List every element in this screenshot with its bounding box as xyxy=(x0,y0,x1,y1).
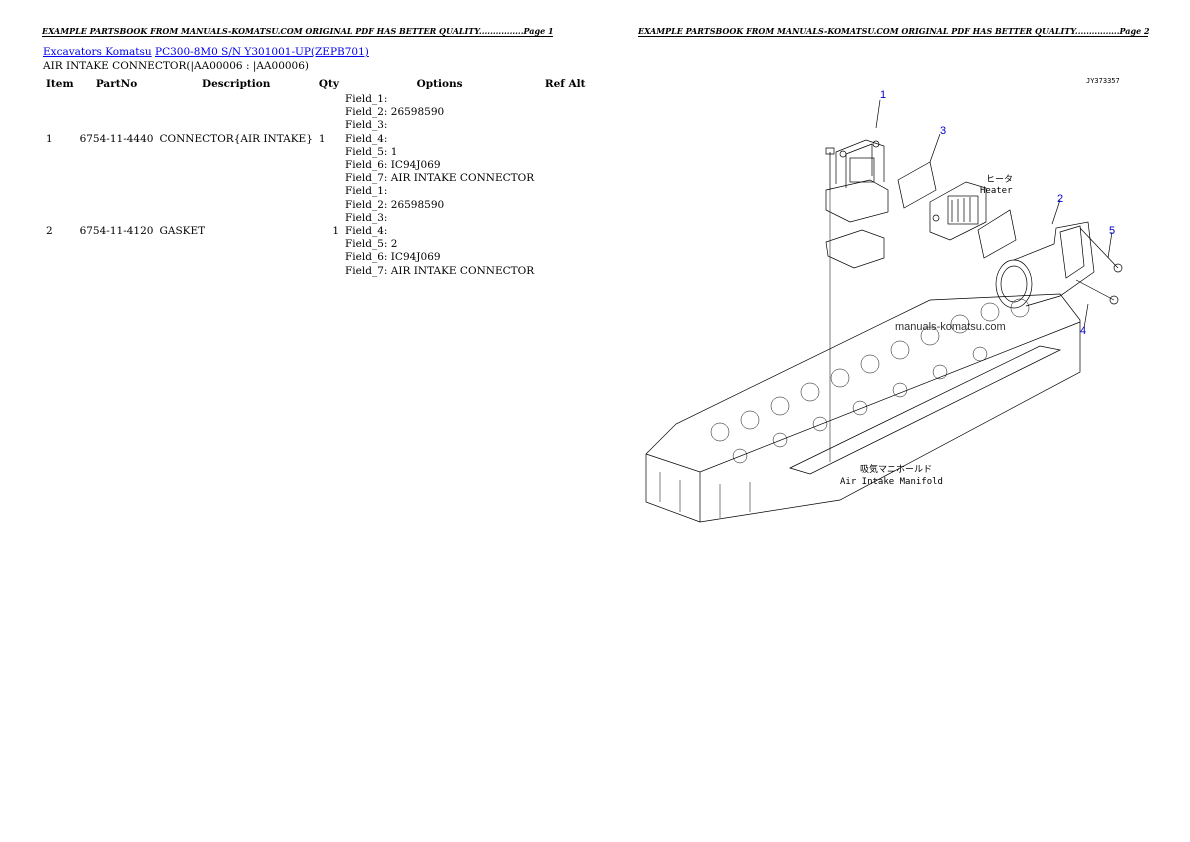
cell-item: 2 xyxy=(46,225,53,238)
connector-part xyxy=(825,139,889,223)
table-row: 1 6754-11-4440 CONNECTOR{AIR INTAKE} 1 F… xyxy=(43,93,593,185)
cell-ref-alt xyxy=(537,93,593,185)
option-field: Field_2: 26598590 xyxy=(345,198,445,211)
option-field: Field_7: AIR INTAKE CONNECTOR xyxy=(345,264,535,277)
option-field: Field_5: 1 xyxy=(345,145,398,158)
cell-partno: 6754-11-4440 xyxy=(79,132,154,145)
label-manifold-en: Air Intake Manifold xyxy=(840,477,943,487)
cell-partno: 6754-11-4120 xyxy=(79,225,154,238)
callout-3: 3 xyxy=(940,125,946,137)
callout-1: 1 xyxy=(880,89,886,101)
callout-5: 5 xyxy=(1109,225,1115,237)
bolt-4 xyxy=(1075,279,1115,301)
cell-item: 1 xyxy=(46,132,53,145)
callout-4: 4 xyxy=(1080,325,1086,337)
cell-description: CONNECTOR{AIR INTAKE} xyxy=(159,132,313,145)
gasket-3 xyxy=(897,161,937,209)
cell-description: GASKET xyxy=(159,225,206,238)
drawing-id: JY373357 xyxy=(1086,77,1120,85)
cell-options: Field_1: Field_2: 26598590 Field_3: Fiel… xyxy=(342,185,537,277)
option-field: Field_6: IC94J069 xyxy=(345,159,441,172)
cell-qty: 1 xyxy=(332,225,340,238)
bolt-5 xyxy=(1079,227,1119,269)
cell-ref-alt xyxy=(537,185,593,277)
option-field: Field_3: xyxy=(345,119,388,132)
header-ref-alt: Ref Alt xyxy=(544,78,586,90)
option-field: Field_4: xyxy=(345,225,388,238)
page-2-header: EXAMPLE PARTSBOOK FROM MANUALS-KOMATSU.C… xyxy=(638,26,1150,37)
cylinder-head xyxy=(645,293,1081,523)
page-1-header: EXAMPLE PARTSBOOK FROM MANUALS-KOMATSU.C… xyxy=(42,26,554,37)
elbow-part xyxy=(995,221,1095,309)
breadcrumb-link-model[interactable]: PC300-8M0 S/N Y301001-UP(ZEPB701) xyxy=(155,46,369,58)
option-field: Field_6: IC94J069 xyxy=(345,251,441,264)
table-row: 2 6754-11-4120 GASKET 1 Field_1: Field_2… xyxy=(43,185,593,277)
label-manifold-jp: 吸気マニホールド xyxy=(860,463,932,475)
option-field: Field_1: xyxy=(345,93,388,105)
heater-part xyxy=(929,181,987,241)
watermark: manuals-komatsu.com xyxy=(895,321,1006,333)
label-heater-en: Heater xyxy=(980,186,1013,196)
label-heater-jp: ヒータ xyxy=(986,174,1013,185)
header-qty: Qty xyxy=(318,78,340,90)
parts-diagram: JY373357 xyxy=(645,77,1123,523)
option-field: Field_3: xyxy=(345,211,388,224)
gasket-heater xyxy=(977,209,1017,259)
breadcrumb: Excavators Komatsu PC300-8M0 S/N Y301001… xyxy=(43,46,369,59)
parts-table: Item PartNo Description Qty Options Ref … xyxy=(43,76,593,278)
gasket-2 xyxy=(825,229,885,269)
header-item: Item xyxy=(46,78,74,90)
table-header-row: Item PartNo Description Qty Options Ref … xyxy=(43,76,593,93)
cell-options: Field_1: Field_2: 26598590 Field_3: Fiel… xyxy=(342,93,537,185)
header-description: Description xyxy=(201,78,271,90)
option-field: Field_4: xyxy=(345,132,388,145)
option-field: Field_7: AIR INTAKE CONNECTOR xyxy=(345,172,535,185)
header-options: Options xyxy=(416,78,463,90)
option-field: Field_2: 26598590 xyxy=(345,106,445,119)
breadcrumb-link-category[interactable]: Excavators Komatsu xyxy=(43,46,152,58)
option-field: Field_5: 2 xyxy=(345,238,398,251)
header-partno: PartNo xyxy=(95,78,138,90)
cell-qty: 1 xyxy=(318,132,326,145)
option-field: Field_1: xyxy=(345,185,388,198)
callout-2: 2 xyxy=(1057,193,1063,205)
section-title: AIR INTAKE CONNECTOR(|AA00006 : |AA00006… xyxy=(43,60,310,72)
